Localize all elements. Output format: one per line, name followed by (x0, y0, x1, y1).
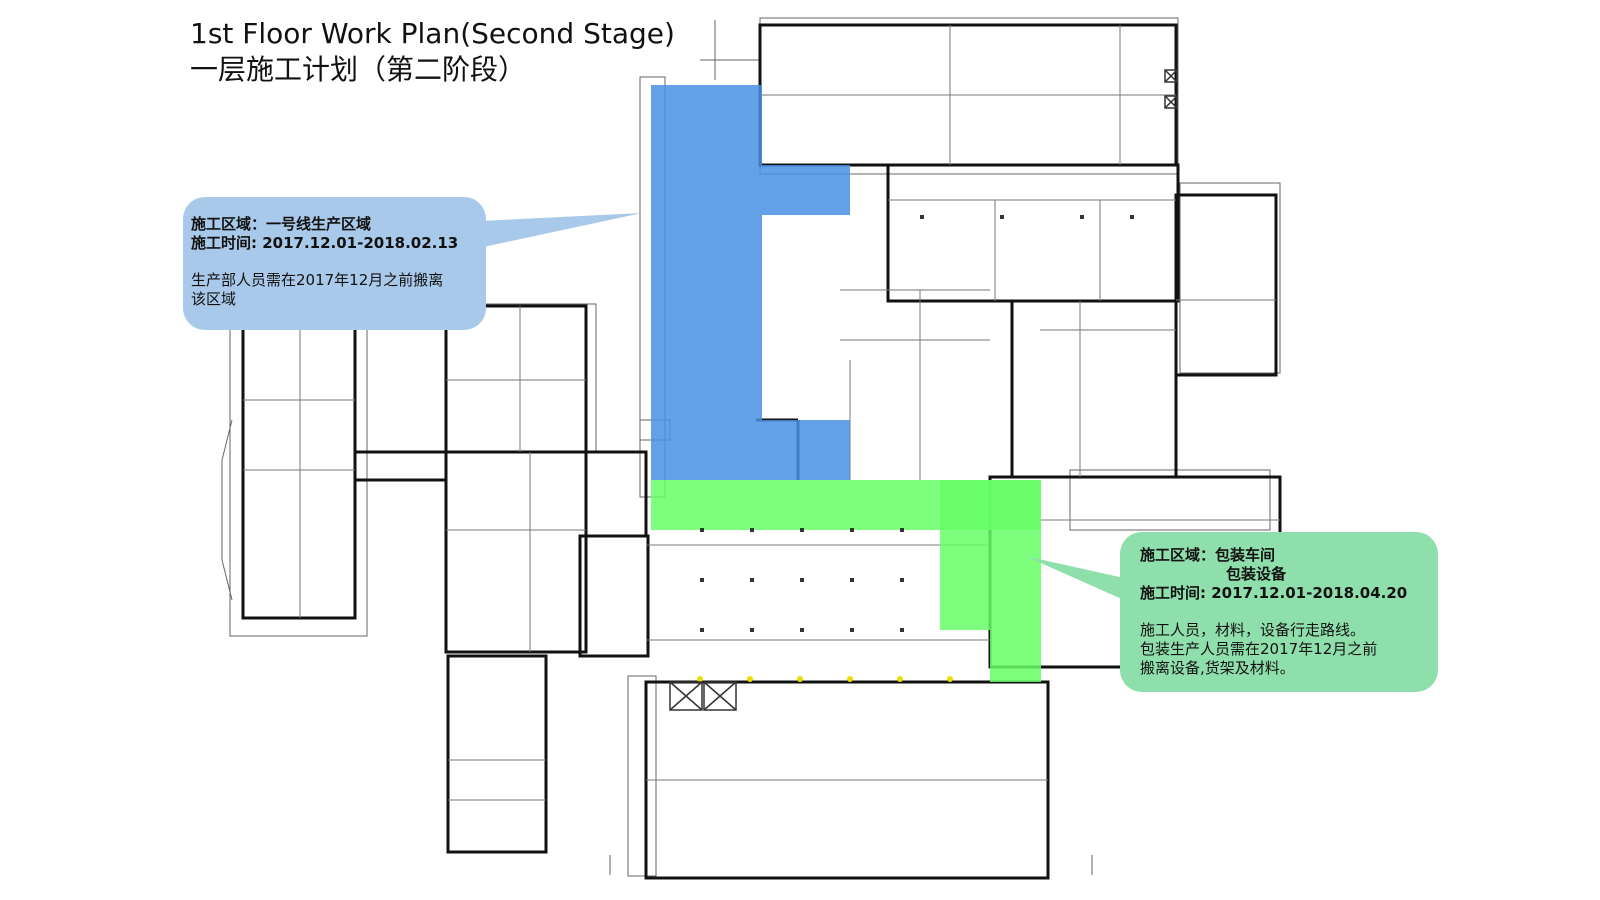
callout-zone-2-note-line: 施工人员，材料，设备行走路线。 (1140, 621, 1366, 639)
callout-zone-2-area-secondary: 包装设备 (1226, 565, 1287, 583)
callout-zone-2-area: 施工区域：包装车间 (1140, 546, 1276, 564)
shaft-markers (669, 69, 1178, 711)
page-title: 1st Floor Work Plan(Second Stage) 一层施工计划… (190, 16, 675, 88)
callout-zone-2-note-line: 包装生产人员需在2017年12月之前 (1140, 640, 1378, 658)
structural-columns (700, 215, 1134, 632)
callout-zone-1-note-line: 该区域 (191, 290, 237, 308)
work-zone-blue (651, 85, 850, 480)
callout-pointer-blue (460, 213, 642, 252)
callout-pointer-green (1025, 556, 1124, 600)
title-chinese: 一层施工计划（第二阶段） (190, 53, 527, 86)
interior-partitions (243, 25, 1280, 801)
callout-zone-2-time: 施工时间: 2017.12.01-2018.04.20 (1140, 584, 1408, 602)
yellow-markers (697, 676, 953, 682)
callout-box-blue (183, 197, 486, 330)
callout-zone-1-note-line: 生产部人员需在2017年12月之前搬离 (191, 271, 444, 289)
callout-zone-2-note-line: 搬离设备,货架及材料。 (1140, 659, 1295, 677)
title-english: 1st Floor Work Plan(Second Stage) (190, 17, 675, 50)
callout-zone-2: 施工区域：包装车间 包装设备 施工时间: 2017.12.01-2018.04.… (1120, 532, 1438, 692)
callout-box-green (1120, 532, 1438, 692)
callout-zone-1-time: 施工时间: 2017.12.01-2018.02.13 (191, 234, 459, 252)
callout-zone-1-area: 施工区域：一号线生产区域 (191, 215, 372, 233)
callout-zone-1: 施工区域：一号线生产区域 施工时间: 2017.12.01-2018.02.13… (183, 197, 486, 330)
work-zone-green (651, 480, 1041, 682)
